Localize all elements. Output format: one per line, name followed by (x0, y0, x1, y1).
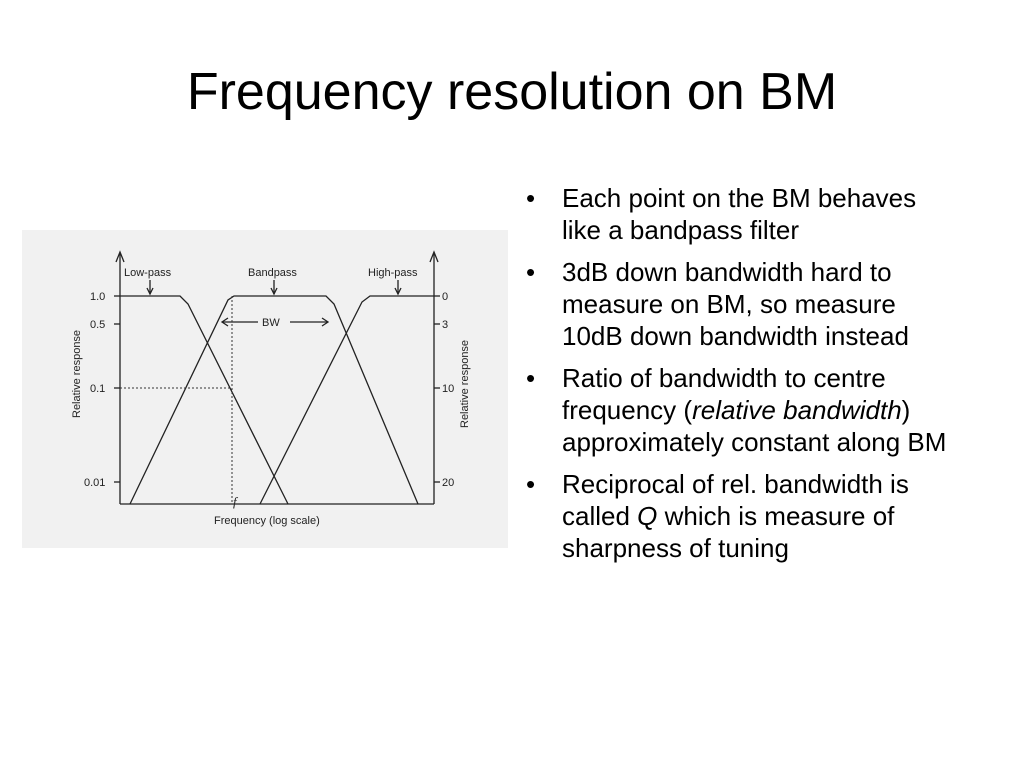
right-axis-title: Relative response (459, 340, 471, 428)
bw-arrow-right-head (321, 317, 330, 327)
bullet-text: ) approximately constant along BM (562, 395, 947, 457)
bullet-dot: • (526, 183, 536, 213)
bandpass-label: Bandpass (248, 267, 297, 279)
bullet-item: •Reciprocal of rel. bandwidth is called … (520, 468, 960, 564)
left-tick-label-4: 0.01 (84, 477, 105, 489)
bandpass-curve (129, 295, 419, 505)
bullet-item: • Each point on the BM behaves like a ban… (520, 182, 960, 246)
left-tick-label-1: 1.0 (90, 291, 105, 303)
high-pass-curve (259, 295, 434, 505)
bullet-item: • 3dB down bandwidth hard to measure on B… (520, 256, 960, 352)
f-marker-label: f (233, 494, 239, 509)
bullet-dot: • (526, 469, 536, 499)
bullet-item: • Ratio of bandwidth to centre frequency … (520, 362, 960, 458)
left-axis-title: Relative response (71, 330, 83, 418)
filter-response-figure: Low-pass Bandpass High-pass BW Frequency… (22, 230, 508, 548)
bullet-list: • Each point on the BM behaves like a ban… (520, 182, 960, 574)
right-tick-label-2: 3 (442, 319, 448, 331)
bullet-text: Reciprocal of rel. bandwidth is called (562, 469, 909, 531)
left-tick-label-2: 0.5 (90, 319, 105, 331)
bullet-dot: • (526, 363, 536, 393)
right-axis-arrow (429, 250, 439, 263)
high-pass-label: High-pass (368, 267, 418, 279)
bandpass-pointer-head (270, 287, 278, 296)
low-pass-curve (120, 295, 289, 505)
bullet-emphasis: Q (637, 501, 658, 531)
low-pass-pointer-head (146, 287, 154, 296)
left-axis-arrow (115, 250, 125, 263)
x-axis-label: Frequency (log scale) (214, 515, 320, 527)
slide-title: Frequency resolution on BM (186, 63, 838, 121)
high-pass-pointer-head (394, 287, 402, 296)
bullet-text: Ratio of bandwidth to centre frequency ( (562, 363, 886, 425)
bullet-emphasis: relative bandwidth (692, 395, 902, 425)
right-tick-label-3: 10 (442, 383, 454, 395)
bullet-text: which is measure of sharpness of tuning (562, 501, 895, 563)
filter-diagram: Low-pass Bandpass High-pass BW Frequency… (71, 250, 471, 527)
bw-label: BW (262, 317, 280, 329)
low-pass-label: Low-pass (124, 267, 172, 279)
right-tick-label-1: 0 (442, 291, 448, 303)
bullet-dot: • (526, 257, 536, 287)
left-tick-label-3: 0.1 (90, 383, 105, 395)
bullet-text: Each point on the BM behaves like a band… (562, 183, 917, 245)
bw-arrow-left-head (220, 317, 229, 327)
bullet-text: 3dB down bandwidth hard to measure on BM… (562, 257, 909, 351)
right-tick-label-4: 20 (442, 477, 454, 489)
